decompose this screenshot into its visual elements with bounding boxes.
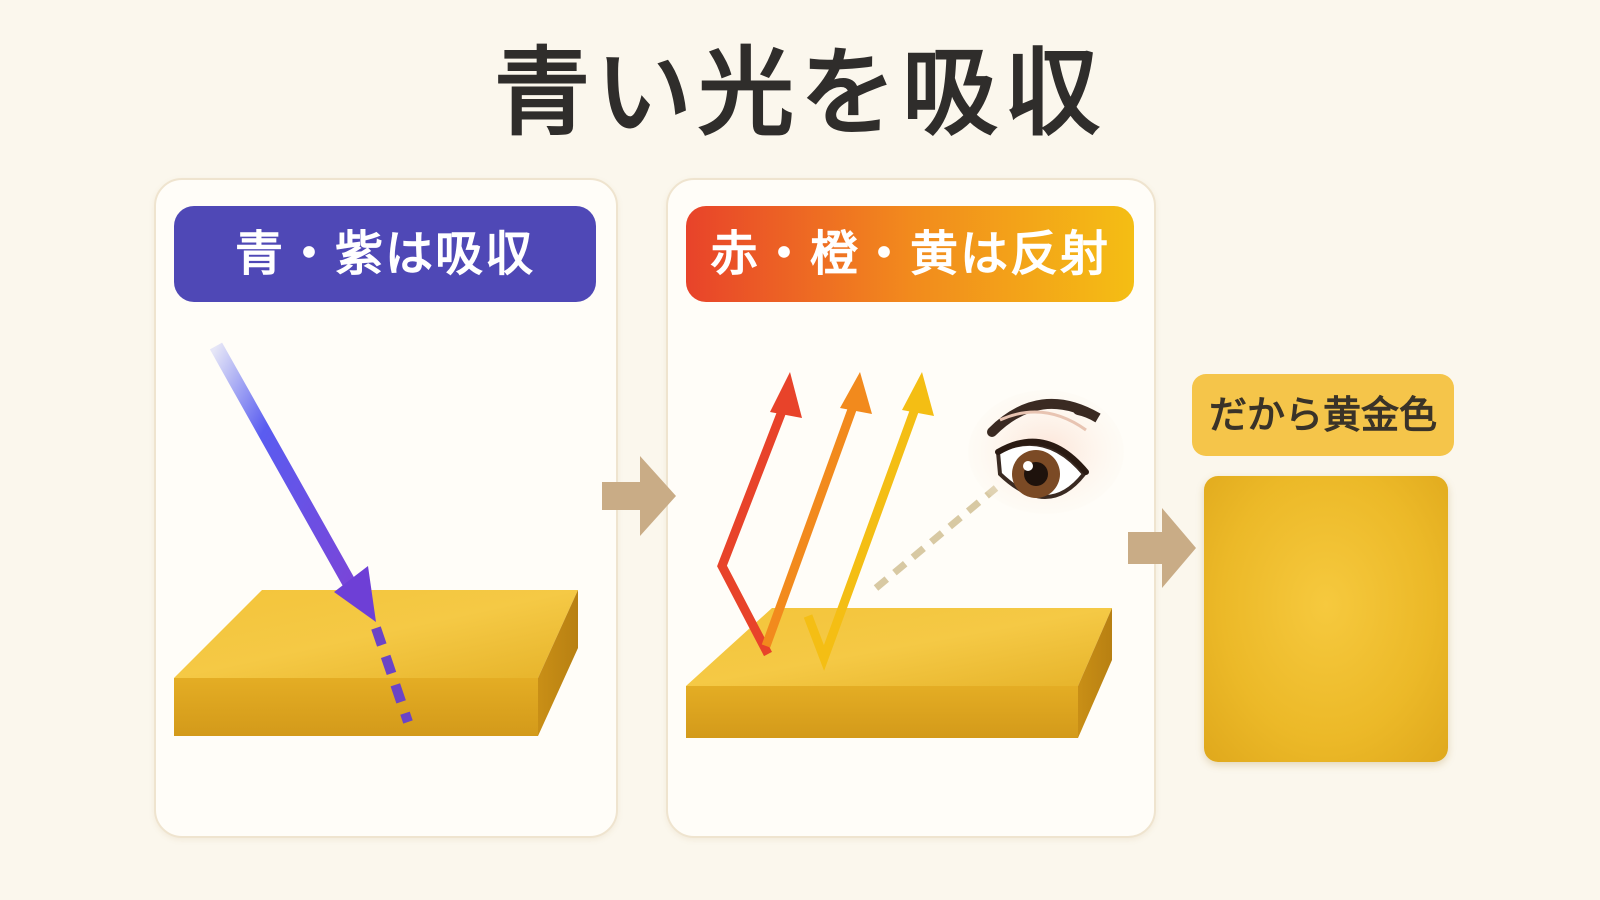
eye-icon — [968, 390, 1124, 514]
blue-light-arrow-icon — [209, 342, 413, 724]
page-title: 青い光を吸収 — [494, 37, 1106, 149]
flow-arrow-icon — [602, 456, 676, 536]
gold-block-icon — [174, 590, 578, 736]
gold-block-icon — [686, 608, 1112, 738]
result-label: だから黄金色 — [1192, 374, 1454, 456]
sight-line — [873, 485, 999, 591]
reflect-label: 赤・橙・黄は反射 — [686, 206, 1134, 302]
reflected-light-arrow-icon — [717, 372, 934, 671]
gold-color-swatch — [1204, 476, 1448, 762]
absorb-label: 青・紫は吸収 — [174, 206, 596, 302]
flow-arrow-icon — [1128, 508, 1196, 588]
